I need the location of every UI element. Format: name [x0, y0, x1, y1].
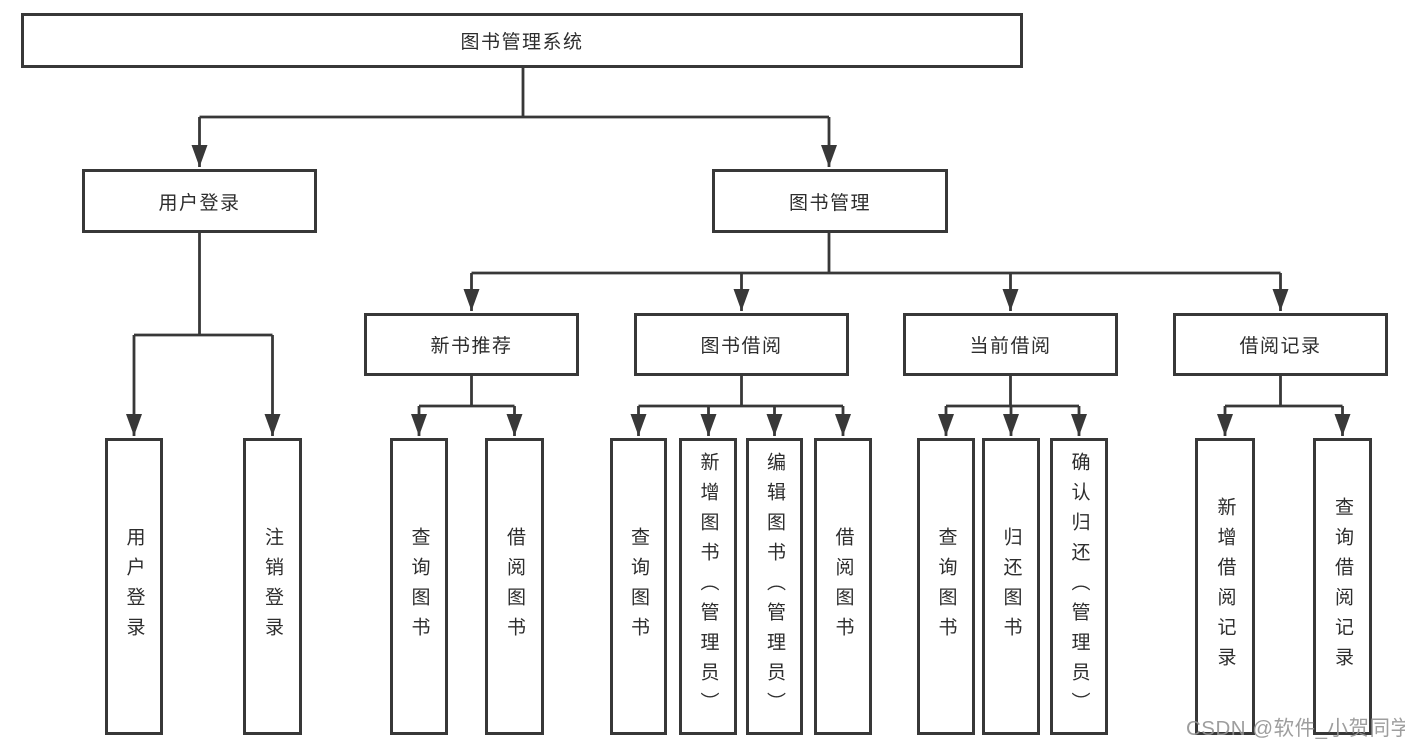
node-book-management: 图书管理 [712, 169, 948, 233]
node-label: 借阅记录 [1239, 336, 1322, 357]
node-label: 用户登录 [123, 526, 145, 647]
csdn-watermark: CSDN @软件_小贺同学 [1186, 717, 1405, 740]
leaf-add-books-admin: 新增图书（管理员） [679, 438, 737, 735]
node-label: 图书管理系统 [460, 32, 584, 53]
leaf-add-borrow-record: 新增借阅记录 [1195, 438, 1255, 735]
leaf-borrow-books: 借阅图书 [814, 438, 872, 735]
node-label: 借阅图书 [832, 526, 854, 647]
leaf-confirm-return-admin: 确认归还（管理员） [1050, 438, 1108, 735]
node-label: 借阅图书 [504, 526, 525, 647]
leaf-query-books-current: 查询图书 [917, 438, 975, 735]
leaf-user-login: 用户登录 [105, 438, 163, 735]
leaf-edit-books-admin: 编辑图书（管理员） [746, 438, 803, 735]
node-label: 图书管理 [788, 192, 871, 214]
node-current-borrowing: 当前借阅 [903, 313, 1118, 376]
leaf-logout: 注销登录 [243, 438, 302, 735]
leaf-query-borrow-record: 查询借阅记录 [1313, 438, 1372, 735]
node-label: 归还图书 [1000, 526, 1022, 647]
node-label: 注销登录 [262, 526, 283, 647]
node-label: 新书推荐 [430, 336, 513, 357]
node-borrowing-records: 借阅记录 [1173, 313, 1388, 376]
node-label: 新增借阅记录 [1214, 496, 1236, 677]
node-book-borrowing: 图书借阅 [634, 313, 849, 376]
node-label: 新增图书（管理员） [697, 451, 719, 722]
node-label: 查询图书 [628, 526, 649, 647]
leaf-query-books-borrow: 查询图书 [610, 438, 667, 735]
node-label: 确认归还（管理员） [1068, 451, 1090, 722]
node-label: 查询图书 [408, 526, 430, 647]
node-label: 编辑图书（管理员） [764, 451, 785, 722]
node-new-book-recommendation: 新书推荐 [364, 313, 579, 376]
node-library-management-system: 图书管理系统 [21, 13, 1023, 68]
node-label: 用户登录 [158, 192, 241, 214]
node-label: 图书借阅 [700, 336, 783, 357]
leaf-borrow-books-recommend: 借阅图书 [485, 438, 544, 735]
node-label: 当前借阅 [969, 336, 1052, 357]
node-user-login: 用户登录 [82, 169, 317, 233]
node-label: 查询图书 [935, 526, 957, 647]
leaf-query-books-recommend: 查询图书 [390, 438, 448, 735]
leaf-return-books: 归还图书 [982, 438, 1040, 735]
node-label: 查询借阅记录 [1332, 496, 1353, 677]
